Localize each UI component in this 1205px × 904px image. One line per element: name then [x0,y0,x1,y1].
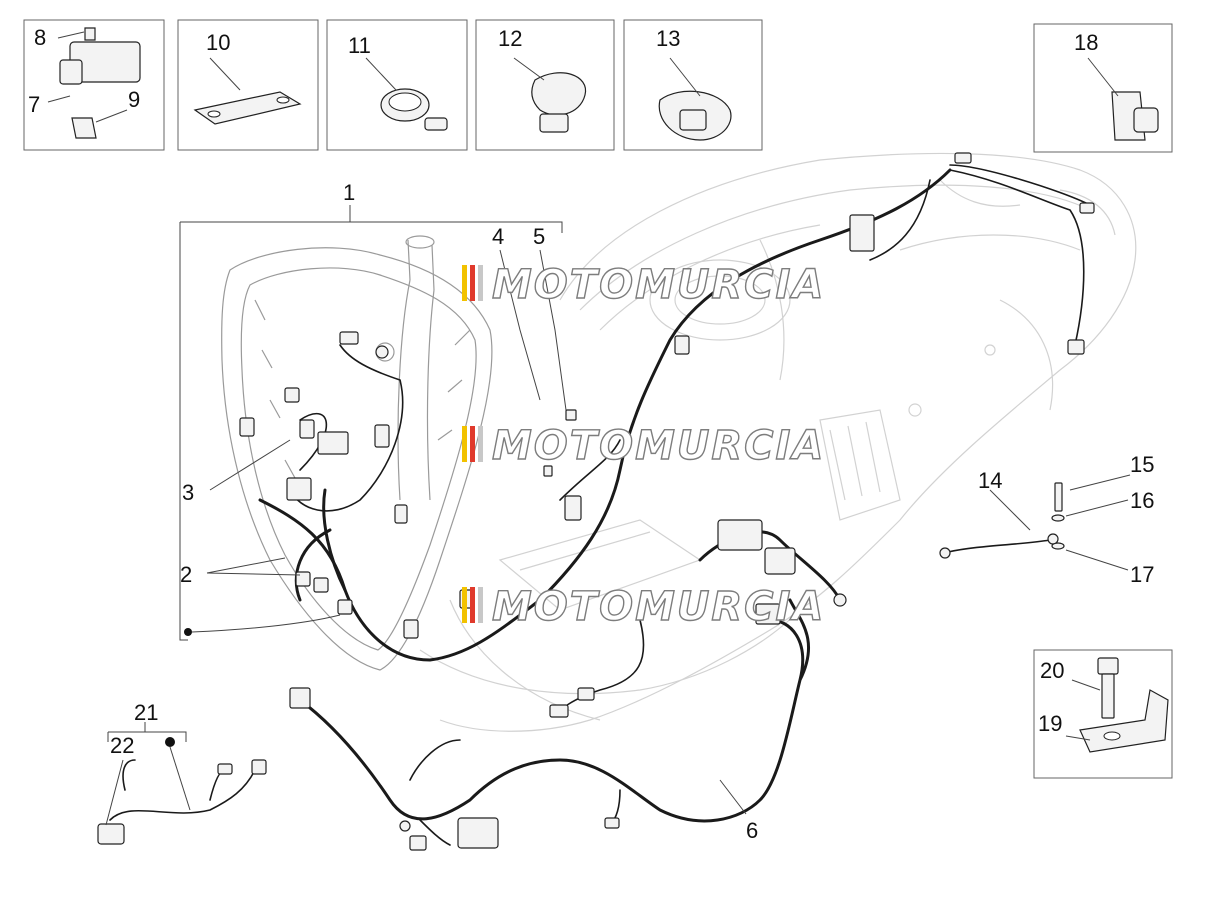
callout-3: 3 [182,480,194,505]
callout-10: 10 [206,30,230,55]
callout-22: 22 [110,733,134,758]
callout-4: 4 [492,224,504,249]
callout-5: 5 [533,224,545,249]
callout-15: 15 [1130,452,1154,477]
part-box-12 [475,19,615,151]
callout-11: 11 [348,33,371,58]
callout-16: 16 [1130,488,1154,513]
callout-1: 1 [343,180,355,205]
watermark-middle: MOTOMURCIA [462,422,825,470]
part-box-18 [1033,23,1173,153]
callout-labels: 1 2 3 4 5 6 7 8 9 10 11 12 13 14 15 16 1… [28,25,1154,843]
callout-14: 14 [978,468,1002,493]
ground-strap-group [939,482,1065,559]
callout-7: 7 [28,92,40,117]
callout-6: 6 [746,818,758,843]
small-harness-group [97,759,267,845]
callout-9: 9 [128,87,140,112]
callout-2: 2 [180,562,192,587]
watermark-top: MOTOMURCIA [462,261,825,309]
part-box-7-8-9 [23,19,165,151]
callout-8: 8 [34,25,46,50]
callout-12: 12 [498,26,522,51]
group-1-bracket [179,205,563,641]
watermark-bottom: MOTOMURCIA [462,583,825,631]
battery-wiring-harness [289,519,847,851]
part-box-19-20 [1033,649,1173,779]
callout-21: 21 [134,700,158,725]
part-box-13 [623,19,763,151]
callout-20: 20 [1040,658,1064,683]
part-box-10 [177,19,319,151]
leader-lines [105,249,1131,826]
callout-17: 17 [1130,562,1154,587]
main-wiring-harness [239,152,1095,718]
callout-19: 19 [1038,711,1062,736]
callout-13: 13 [656,26,680,51]
svg-text:MOTOMURCIA: MOTOMURCIA [492,423,825,469]
svg-text:MOTOMURCIA: MOTOMURCIA [492,262,825,308]
part-box-11 [326,19,468,151]
group-bullet [184,628,192,636]
callout-18: 18 [1074,30,1098,55]
svg-text:MOTOMURCIA: MOTOMURCIA [492,584,825,630]
